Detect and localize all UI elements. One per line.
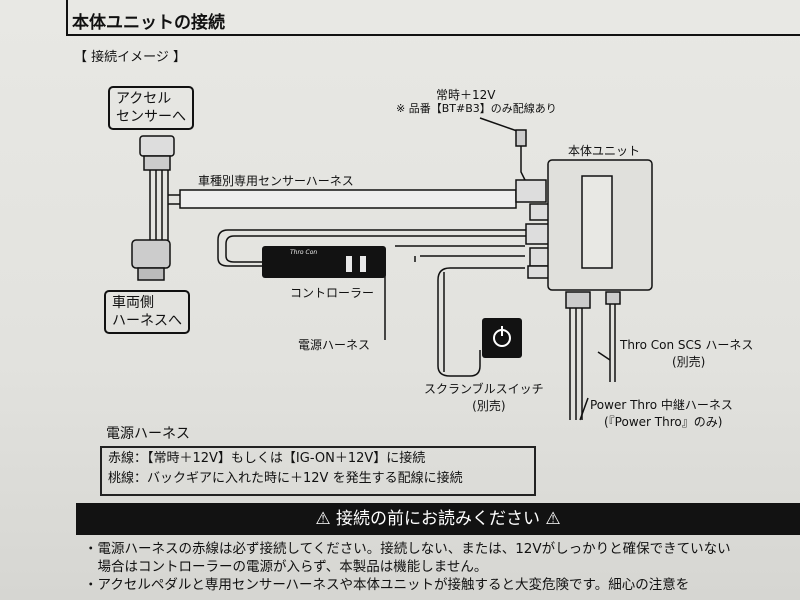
wire-instructions-box: 赤線：【常時＋12V】もしくは【IG-ON＋12V】に接続 桃線：バックギアに入… (100, 446, 536, 496)
constant-power-label: 常時＋12V (436, 88, 496, 102)
sensor-harness-tube (179, 189, 517, 209)
accel-connector (139, 135, 175, 157)
vehicle-connector (131, 239, 171, 269)
warning-bullet-1: ・電源ハーネスの赤線は必ず接続してください。接続しない、または、12Vがしっかり… (84, 541, 731, 557)
accel-line-2: センサーへ (116, 109, 186, 125)
warning-banner: ⚠ 接続の前にお読みください ⚠ (76, 503, 800, 535)
vehicle-line-2: ハーネスへ (112, 313, 182, 329)
relay-harness-label: Power Thro 中継ハーネス (『Power Thro』のみ) (590, 396, 733, 430)
relay-line-1: Power Thro 中継ハーネス (590, 398, 733, 412)
constant-power-lead (479, 117, 521, 133)
pink-wire-line: 桃線：バックギアに入れた時に＋12V を発生する配線に接続 (108, 471, 463, 486)
unit-connector-3 (525, 223, 551, 245)
power-harness-label: 電源ハーネス (298, 338, 371, 352)
main-unit-label-window (581, 175, 613, 269)
scramble-line-1: スクランブルスイッチ (424, 382, 544, 396)
scs-connector (565, 291, 591, 309)
scs-line-1: Thro Con SCS ハーネス (620, 338, 754, 352)
main-unit-label: 本体ユニット (568, 144, 641, 158)
diagram-label: 【 接続イメージ 】 (74, 50, 187, 65)
warning-bullet-1-cont: 場合はコントローラーの電源が入らず、本製品は機能しません。 (84, 559, 488, 575)
title-underline (66, 34, 800, 36)
controller-cable (217, 229, 530, 267)
section-title: 本体ユニットの接続 (72, 13, 225, 33)
relay-line-2: (『Power Thro』のみ) (604, 415, 723, 429)
sensor-harness-label: 車種別専用センサーハーネス (198, 174, 354, 188)
relay-connector (605, 291, 621, 305)
scs-line-2: (別売) (672, 355, 706, 369)
switch-cable (437, 267, 525, 377)
leader-lines (579, 351, 611, 421)
warning-bullets: ・電源ハーネスの赤線は必ず接続してください。接続しない、または、12Vがしっかり… (84, 540, 800, 594)
constant-power-note: ※ 品番【BT#B3】のみ配線あり (396, 102, 557, 115)
warning-bullet-2: ・アクセルペダルと専用センサーハーネスや本体ユニットが接触すると大変危険です。細… (84, 577, 690, 593)
controller-brand: Thro Con (290, 249, 318, 256)
vehicle-connector-tip (137, 267, 165, 281)
accel-line-1: アクセル (116, 91, 172, 107)
accel-connector-body (143, 155, 171, 171)
scramble-switch-device (482, 318, 522, 358)
vehicle-harness-label: 車両側 ハーネスへ (104, 290, 190, 334)
scramble-line-2: (別売) (472, 399, 506, 413)
controller-device (262, 246, 386, 278)
scramble-switch-label: スクランブルスイッチ (別売) (424, 380, 544, 414)
unit-connector-4 (529, 247, 551, 267)
controller-label: コントローラー (290, 286, 375, 300)
scs-harness-label: Thro Con SCS ハーネス (別売) (620, 336, 753, 370)
title-left-border (66, 0, 68, 36)
unit-connector-5 (527, 265, 551, 279)
accel-sensor-label: アクセル センサーへ (108, 86, 194, 130)
sensor-wire-bundle (149, 170, 169, 240)
power-harness-title: 電源ハーネス (106, 426, 190, 442)
vehicle-line-1: 車両側 (112, 295, 154, 311)
red-wire-line: 赤線：【常時＋12V】もしくは【IG-ON＋12V】に接続 (108, 451, 426, 466)
unit-connector-1 (515, 179, 547, 203)
